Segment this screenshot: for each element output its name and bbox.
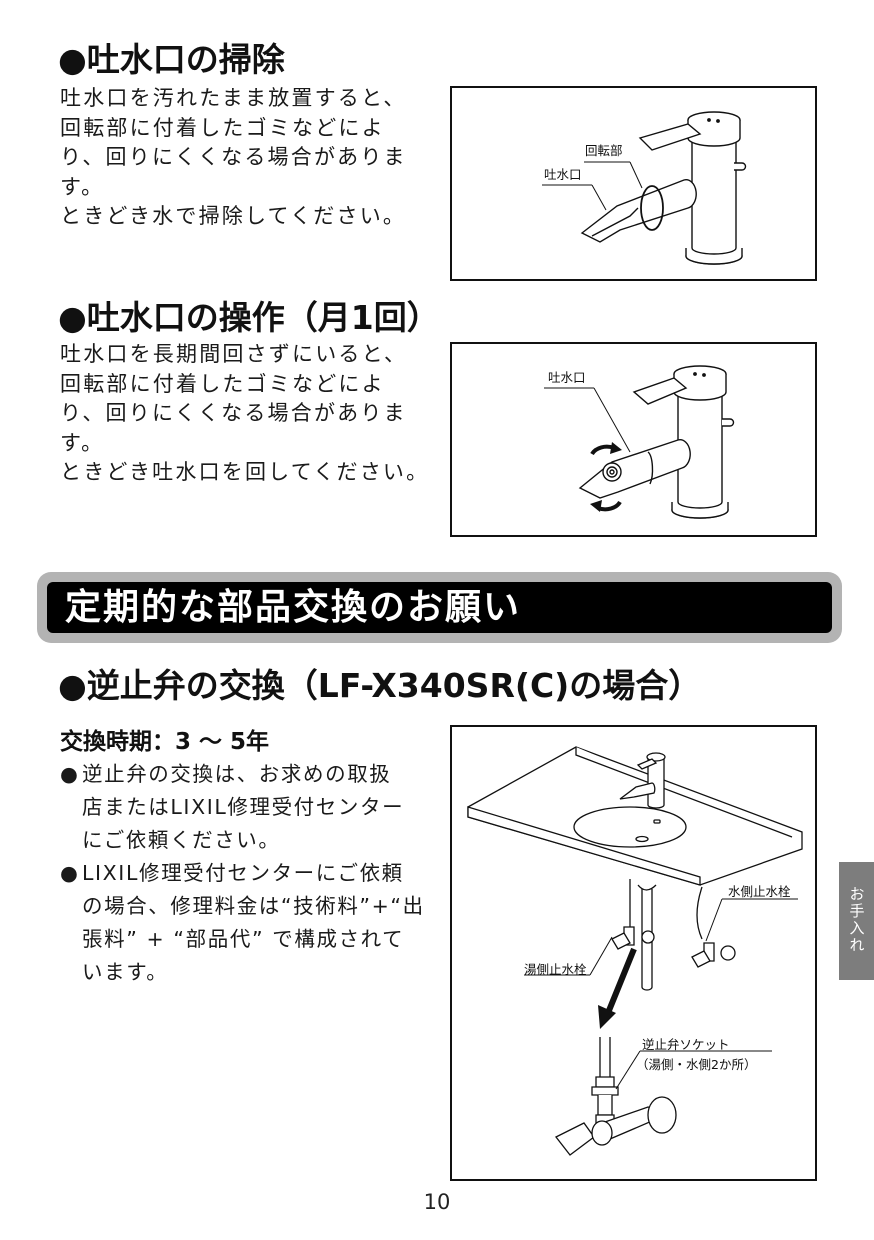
bullet-line: 張料” + “部品代” で構成されて (82, 927, 405, 951)
heading-check-valve: ●逆止弁の交換（LF-X340SR(C)の場合） (58, 666, 702, 705)
label-hot-stop-valve: 湯側止水栓 (524, 962, 587, 977)
heading-spout-cleaning: ●吐水口の掃除 (58, 40, 285, 79)
bullet-line: います。 (82, 960, 169, 984)
body-line: ときどき吐水口を回してください。 (60, 460, 430, 484)
figure-check-valve: 水側止水栓 湯側止水栓 逆止弁ソケット （湯側・水側2か所） (450, 725, 817, 1181)
side-tab-maintenance[interactable]: お手入れ (839, 862, 874, 980)
section-title: 定期的な部品交換のお願い (65, 587, 522, 628)
bullet-line: LIXIL修理受付センターにご依頼 (82, 861, 404, 885)
page-number: 10 (423, 1190, 451, 1214)
body-line: り、回りにくくなる場合がありま (60, 401, 407, 425)
vanity-check-valve-illustration-icon (467, 746, 803, 1156)
label-cold-stop-valve: 水側止水栓 (728, 884, 791, 899)
label-check-valve-socket: 逆止弁ソケット (642, 1037, 730, 1052)
bullet-line: 逆止弁の交換は、お求めの取扱 (82, 762, 392, 786)
body-line: 吐水口を汚れたまま放置すると、 (60, 86, 407, 110)
bullet-mark: ● (60, 762, 80, 786)
section-title-bar: 定期的な部品交換のお願い (37, 572, 842, 643)
bullet-line: にご依頼ください。 (82, 828, 281, 852)
check-valve-bullets: ● 逆止弁の交換は、お求めの取扱 店またはLIXIL修理受付センター にご依頼く… (60, 758, 445, 989)
body-line: 回転部に付着したゴミなどによ (60, 371, 385, 396)
bullet-item: ● 逆止弁の交換は、お求めの取扱 店またはLIXIL修理受付センター にご依頼く… (60, 758, 445, 857)
body-line: り、回りにくくなる場合がありま (60, 145, 407, 169)
faucet-illustration-icon (542, 111, 747, 265)
figure-faucet-cleaning: 回転部 吐水口 (450, 86, 817, 281)
side-tab-label: お手入れ (847, 886, 866, 954)
body-line: す。 (60, 430, 105, 455)
heading-spout-operation: ●吐水口の操作（月1回） (58, 298, 440, 337)
section-title-bar-inner: 定期的な部品交換のお願い (47, 582, 832, 633)
body-spout-cleaning: 吐水口を汚れたまま放置すると、 回転部に付着したゴミなどによ り、回りにくくなる… (60, 84, 407, 232)
bullet-item: ● LIXIL修理受付センターにご依頼 の場合、修理料金は“技術料”+“出 張料… (60, 857, 445, 989)
bullet-mark: ● (60, 861, 80, 885)
body-spout-operation: 吐水口を長期間回さずにいると、 回転部に付着したゴミなどによ り、回りにくくなる… (60, 340, 429, 488)
replacement-interval: 交換時期：3 ～ 5年 (60, 729, 270, 755)
bullet-line: の場合、修理料金は“技術料”+“出 (82, 894, 425, 918)
label-rotating-part: 回転部 (585, 143, 623, 158)
figure-faucet-operation: 吐水口 (450, 342, 817, 537)
label-spout: 吐水口 (548, 370, 586, 385)
body-line: 吐水口を長期間回さずにいると、 (60, 342, 408, 366)
body-line: 回転部に付着したゴミなどによ (60, 115, 385, 140)
body-line: す。 (60, 174, 105, 199)
label-socket-note: （湯側・水側2か所） (636, 1057, 757, 1072)
faucet-rotation-illustration-icon (544, 365, 735, 519)
label-spout: 吐水口 (544, 167, 582, 182)
bullet-line: 店またはLIXIL修理受付センター (82, 795, 405, 819)
body-line: ときどき水で掃除してください。 (60, 204, 407, 228)
